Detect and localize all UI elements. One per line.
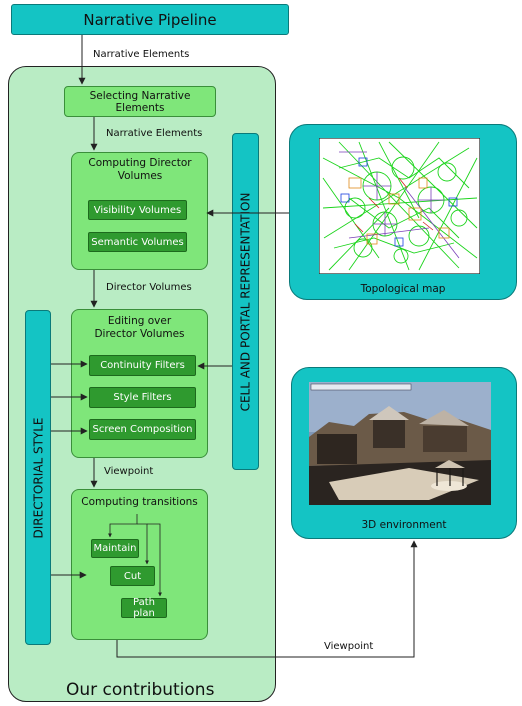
screen-composition-box: Screen Composition bbox=[89, 419, 196, 440]
edge-narrative-elements-1: Narrative Elements bbox=[93, 49, 190, 60]
continuity-filters-label: Continuity Filters bbox=[100, 360, 185, 371]
topological-map-image bbox=[319, 138, 480, 274]
visibility-volumes-label: Visibility Volumes bbox=[93, 204, 182, 216]
computing-director-volumes-label: Computing Director Volumes bbox=[88, 157, 192, 182]
environment-label: 3D environment bbox=[361, 519, 447, 531]
screen-composition-label: Screen Composition bbox=[92, 424, 193, 435]
cut-box: Cut bbox=[110, 566, 155, 586]
narrative-pipeline-label: Narrative Pipeline bbox=[83, 10, 217, 29]
edge-director-volumes: Director Volumes bbox=[106, 282, 192, 293]
computing-transitions-label: Computing transitions bbox=[81, 496, 198, 508]
maintain-box: Maintain bbox=[91, 539, 139, 558]
semantic-volumes-box: Semantic Volumes bbox=[88, 232, 187, 252]
edge-viewpoint-2: Viewpoint bbox=[324, 641, 374, 652]
editing-label-line2: Director Volumes bbox=[94, 328, 185, 340]
narrative-pipeline-box: Narrative Pipeline bbox=[11, 4, 289, 35]
selecting-narrative-elements-label: Selecting Narrative Elements bbox=[89, 89, 191, 114]
cell-portal-bar: CELL AND PORTAL REPRESENTATION bbox=[232, 133, 259, 470]
style-filters-label: Style Filters bbox=[113, 392, 172, 403]
cell-portal-label: CELL AND PORTAL REPRESENTATION bbox=[238, 192, 253, 411]
continuity-filters-box: Continuity Filters bbox=[89, 355, 196, 376]
path-plan-box: Path plan bbox=[121, 597, 167, 619]
maintain-label: Maintain bbox=[93, 543, 137, 554]
semantic-volumes-label: Semantic Volumes bbox=[91, 236, 184, 248]
selecting-narrative-elements-box: Selecting Narrative Elements bbox=[64, 86, 216, 117]
editing-label-line1: Editing over bbox=[107, 315, 172, 327]
cut-label: Cut bbox=[123, 570, 142, 582]
visibility-volumes-box: Visibility Volumes bbox=[88, 200, 187, 220]
contributions-label: Our contributions bbox=[66, 680, 215, 700]
style-filters-box: Style Filters bbox=[89, 387, 196, 408]
edge-viewpoint-1: Viewpoint bbox=[104, 466, 154, 477]
topological-map-label: Topological map bbox=[360, 283, 446, 295]
directorial-style-label: DIRECTORIAL STYLE bbox=[31, 417, 46, 538]
directorial-style-bar: DIRECTORIAL STYLE bbox=[25, 310, 51, 645]
path-plan-label: Path plan bbox=[133, 597, 155, 619]
environment-3d-image bbox=[309, 382, 491, 505]
edge-narrative-elements-2: Narrative Elements bbox=[106, 128, 203, 139]
